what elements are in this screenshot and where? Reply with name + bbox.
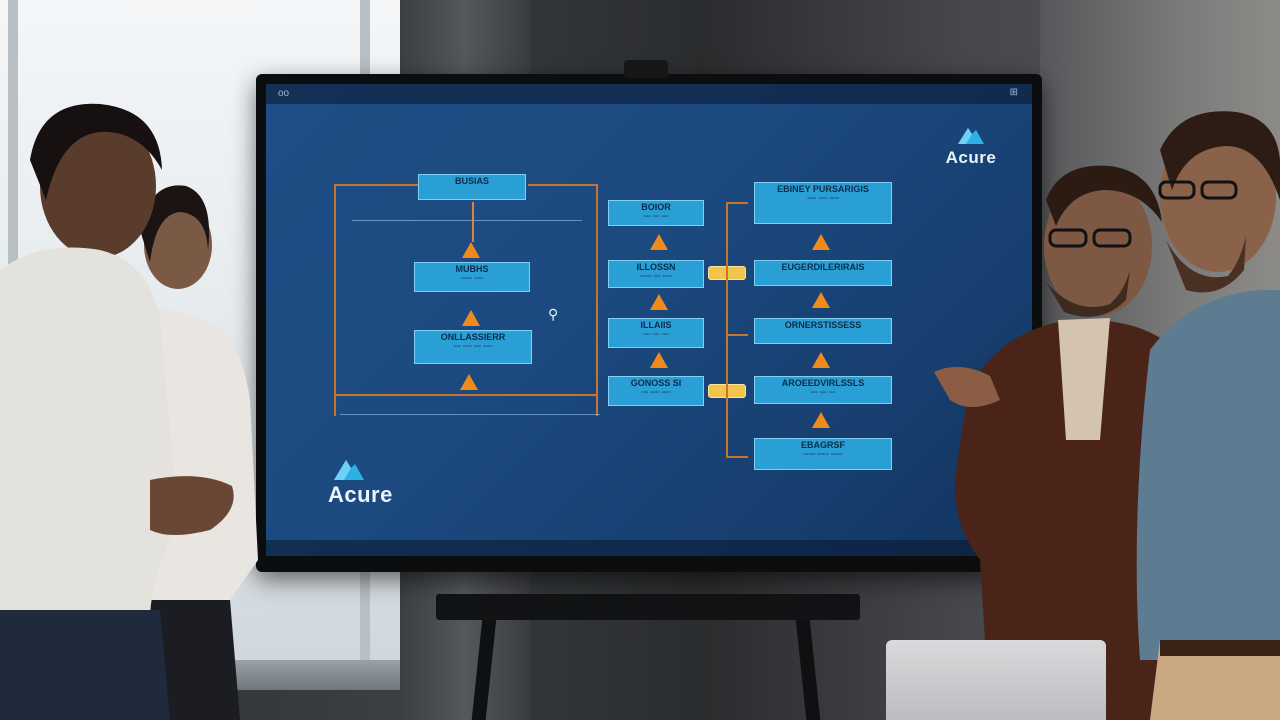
cloud-logo-icon	[332, 456, 366, 482]
orange-cone-icon	[462, 310, 480, 326]
user-icon: ⚲	[548, 306, 559, 322]
diagram-box-title: ILLOSSN	[636, 262, 676, 272]
diagram-box: ORNERSTISSESS	[754, 318, 892, 344]
diagram-box-title: GONOSS SI	[630, 378, 682, 388]
diagram-box: EBINEY PURSARIGIS ---- ---- ----	[754, 182, 892, 224]
orange-cone-icon	[462, 242, 480, 258]
diagram-frame-line	[334, 184, 336, 416]
diagram-box-title: EBINEY PURSARIGIS	[777, 184, 869, 194]
orange-cone-icon	[650, 234, 668, 250]
diagram-connector	[726, 202, 728, 458]
diagram-frame-line	[528, 184, 598, 186]
diagram-frame-line	[334, 394, 598, 396]
screen-topbar: oo ⊞	[266, 84, 1032, 104]
diagram-box-title: ILLAIIS	[640, 320, 672, 330]
stand-crossbar	[436, 594, 860, 620]
diagram-box: ILLAIIS --- --- ---	[608, 318, 704, 348]
diagram-box: EUGERDILERIRAIS	[754, 260, 892, 286]
diagram-box-subtitle: ----- --- ----	[640, 273, 672, 280]
diagram-box-title: EBAGRSF	[800, 440, 845, 450]
logo-top-right: Acure	[936, 124, 1006, 168]
diagram-box-title: MUBHS	[455, 264, 489, 274]
webcam	[624, 60, 668, 78]
diagram-box-title: AROEEDVIRLSSLS	[781, 378, 865, 388]
diagram-connector	[726, 456, 748, 458]
diagram-box-title: ONLLASSIERR	[440, 332, 506, 342]
diagram-box-title: ORNERSTISSESS	[784, 320, 862, 330]
topbar-left-text: oo	[278, 88, 290, 99]
orange-cone-icon	[460, 374, 478, 390]
diagram-box-subtitle: --- --- ---	[643, 331, 669, 338]
diagram-connector	[726, 202, 748, 204]
logo-bottom-left-text: Acure	[328, 482, 393, 507]
cloud-logo-icon	[956, 124, 986, 146]
diagram-box-subtitle: --- --- ---	[643, 213, 669, 220]
person-man-glasses	[934, 165, 1190, 720]
logo-top-right-text: Acure	[945, 148, 997, 167]
orange-cone-icon	[812, 234, 830, 250]
diagram-box-subtitle: --- ---- --- ----	[453, 343, 493, 350]
orange-cone-icon	[812, 412, 830, 428]
diagram-connector	[726, 334, 748, 336]
diagram-box: BUSIAS	[418, 174, 526, 200]
diagram-connector	[472, 202, 474, 242]
diagram-box: ONLLASSIERR --- ---- --- ----	[414, 330, 532, 364]
diagram-box: AROEEDVIRLSSLS --- --- ---	[754, 376, 892, 404]
screen-bottombar	[266, 540, 1032, 556]
diagram-box: GONOSS SI --- ---- ----	[608, 376, 704, 406]
person-man-left	[0, 103, 234, 720]
diagram-box: EBAGRSF ----- ----- -----	[754, 438, 892, 470]
diagram-box: MUBHS ----- ----	[414, 262, 530, 292]
diagram-box-subtitle: ---- ---- ----	[807, 195, 839, 202]
orange-cone-icon	[650, 352, 668, 368]
diagram-box: ILLOSSN ----- --- ----	[608, 260, 704, 288]
laptop	[886, 640, 1106, 720]
orange-cone-icon	[650, 294, 668, 310]
person-man-right	[1136, 111, 1280, 720]
orange-cone-icon	[812, 352, 830, 368]
orange-cone-icon	[812, 292, 830, 308]
diagram-frame-line	[334, 184, 418, 186]
topbar-right-icon: ⊞	[1009, 87, 1018, 98]
diagram-box-subtitle: ----- ----- -----	[803, 451, 843, 458]
diagram-box-title: BOIOR	[641, 202, 671, 212]
logo-bottom-left: Acure	[328, 456, 418, 508]
diagram-guide-line	[340, 414, 600, 415]
diagram-frame-line	[596, 184, 598, 416]
diagram-box-title: BUSIAS	[454, 176, 489, 186]
diagram-box: BOIOR --- --- ---	[608, 200, 704, 226]
tv-screen: oo ⊞ Acure Acure	[266, 84, 1032, 556]
diagram-guide-line	[352, 220, 582, 221]
diagram-box-title: EUGERDILERIRAIS	[781, 262, 865, 272]
diagram-box-subtitle: --- --- ---	[810, 389, 836, 396]
diagram-box-subtitle: ----- ----	[460, 275, 484, 282]
diagram-box-subtitle: --- ---- ----	[641, 389, 671, 396]
